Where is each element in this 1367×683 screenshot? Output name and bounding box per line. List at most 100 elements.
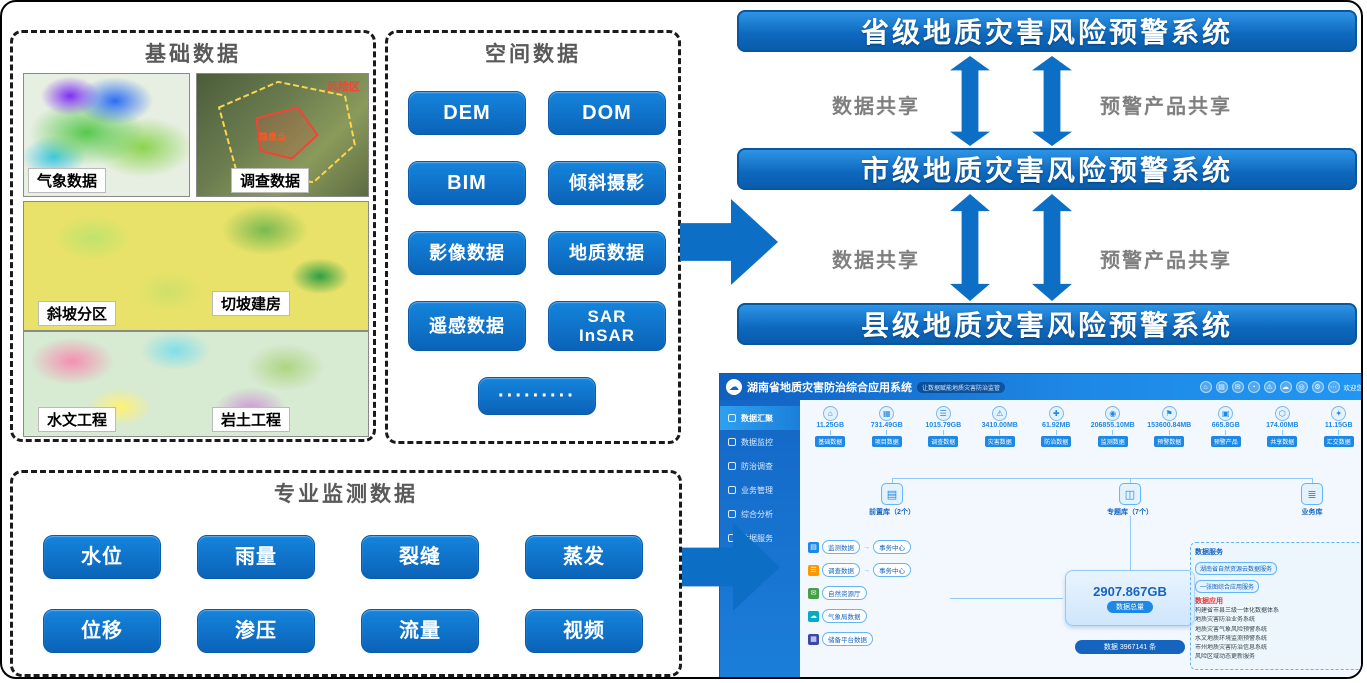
app-title: 湖南省地质灾害防治综合应用系统: [747, 382, 912, 394]
stat-icon: ⬡: [1274, 406, 1290, 421]
services-label: 数据服务: [1195, 549, 1223, 556]
source-row: ✉自然资源厅: [808, 586, 867, 600]
sidebar-item-data-monitor[interactable]: 数据监控: [720, 430, 800, 454]
app-header-icons: ⌂ ▤ ✉ ◔ ⚠ ☁ ◎ ⚙ ⋯ 欢迎您: [1199, 381, 1363, 393]
monitor-item-displacement: 位移: [43, 609, 161, 653]
app-header: ☁ 湖南省地质灾害防治综合应用系统 让数据赋能地质灾害防治监管 ⌂ ▤ ✉ ◔ …: [720, 374, 1363, 400]
county-system-banner: 县级地质灾害风险预警系统: [737, 303, 1357, 345]
spatial-item-dem: DEM: [408, 91, 526, 135]
sidebar-item-survey[interactable]: 防治调查: [720, 454, 800, 478]
survey-data-label: 调查数据: [231, 168, 310, 193]
data-share-label-top: 数据共享: [832, 96, 920, 118]
monitor-item-crack: 裂缝: [361, 535, 479, 579]
connector-line: [1130, 478, 1131, 483]
database-label: 业务库: [1301, 509, 1323, 516]
stat-value: 3410.00MB: [981, 422, 1018, 429]
connector-line: [829, 430, 831, 435]
stat-label: 基础数据: [815, 436, 846, 447]
source-via-label: 事务中心: [873, 563, 911, 577]
hydrology-engineering-label: 水文工程: [38, 407, 117, 432]
source-label: 调查数据: [822, 563, 860, 577]
source-label: 监测数据: [822, 540, 860, 554]
stat-label: 防治数据: [1041, 436, 1072, 447]
database-label: 前置库（2个）: [869, 509, 915, 516]
business-database-node: ≣业务库: [1301, 483, 1323, 517]
province-city-data-arrow: [950, 56, 990, 146]
arrow-icon: →: [863, 566, 870, 574]
product-share-label-top: 预警产品共享: [1100, 96, 1232, 118]
target-icon[interactable]: ◎: [1295, 381, 1308, 393]
monitor-item-seepage: 渗压: [197, 609, 315, 653]
connector-line: [1055, 430, 1057, 435]
sidebar-item-business[interactable]: 业务管理: [720, 478, 800, 502]
spatial-item-imagery-data: 影像数据: [408, 231, 526, 275]
risk-zone-tag: 风险区: [327, 81, 360, 93]
spatial-item-remote-sensing: 遥感数据: [408, 301, 526, 351]
monitor-item-water-level: 水位: [43, 535, 161, 579]
spatial-item-oblique-photography: 倾斜摄影: [548, 161, 666, 205]
monitor-item-flow: 流量: [361, 609, 479, 653]
spatial-item-ellipsis: ·········: [478, 377, 596, 415]
source-label: 储备平台数据: [822, 632, 873, 646]
product-share-label-bottom: 预警产品共享: [1100, 250, 1232, 272]
source-via-label: 事务中心: [873, 540, 911, 554]
app-subtitle-badge: 让数据赋能地质灾害防治监管: [917, 381, 1006, 393]
connector-line: [1281, 430, 1283, 435]
hazard-point-tag: 隐患点: [259, 132, 287, 142]
monitor-icon[interactable]: ▤: [1215, 381, 1228, 393]
settings-icon[interactable]: ⚙: [1311, 381, 1324, 393]
connector-line: [999, 430, 1001, 435]
sidebar-item-label: 数据监控: [741, 437, 773, 447]
theme-database-node: ◫专题库（7个）: [1107, 483, 1153, 517]
sidebar-item-data-aggregation[interactable]: 数据汇聚: [720, 406, 800, 430]
geology-map-thumbnail: 水文工程 岩土工程: [23, 331, 369, 437]
connector-line: [1168, 430, 1170, 435]
weather-data-label: 气象数据: [28, 168, 107, 193]
geotechnical-engineering-label: 岩土工程: [212, 407, 291, 432]
connector-line: [1225, 430, 1227, 435]
province-city-product-arrow: [1032, 56, 1072, 146]
source-row: ☁气象局数据: [808, 609, 867, 623]
connector-line: [1338, 430, 1340, 435]
sidebar-item-services[interactable]: 数据服务: [720, 526, 800, 550]
alert-icon[interactable]: ⚠: [1263, 381, 1276, 393]
source-row: ▦储备平台数据: [808, 632, 873, 646]
reserve-platform-source-icon: ▦: [808, 633, 819, 645]
usage-item: 风险区域动态更新服务: [1195, 654, 1256, 661]
weather-icon[interactable]: ☁: [1279, 381, 1292, 393]
stat-icon: ✦: [1331, 406, 1347, 421]
usage-label: 数据应用: [1195, 598, 1223, 605]
spatial-data-title: 空间数据: [485, 43, 581, 66]
survey-source-icon: ☰: [808, 564, 819, 576]
spatial-item-bim: BIM: [408, 161, 526, 205]
message-icon[interactable]: ✉: [1231, 381, 1244, 393]
chart-icon[interactable]: ◔: [1247, 381, 1260, 393]
sidebar-item-label: 综合分析: [741, 509, 773, 519]
service-pill: 一张图综合应用服务: [1195, 580, 1260, 593]
data-share-label-bottom: 数据共享: [832, 250, 920, 272]
welcome-text: 欢迎您: [1343, 385, 1363, 392]
stat-value: 1015.79GB: [925, 422, 962, 429]
home-icon[interactable]: ⌂: [1199, 381, 1212, 393]
arrow-icon: →: [863, 543, 870, 551]
stat-value: 11.15GB: [1324, 422, 1353, 429]
connector-line: [886, 430, 888, 435]
stat-label: 预警数据: [1154, 436, 1185, 447]
municipal-system-banner: 市级地质灾害风险预警系统: [737, 148, 1357, 190]
sidebar-item-label: 业务管理: [741, 485, 773, 495]
survey-photo-thumbnail: 风险区 隐患点 调查数据: [196, 73, 369, 197]
app-sidebar: 数据汇聚 数据监控 防治调查 业务管理 综合分析 数据服务: [720, 400, 800, 677]
stat-value: 206855.10MB: [1090, 422, 1135, 429]
menu-icon: [728, 510, 736, 518]
sidebar-item-analysis[interactable]: 综合分析: [720, 502, 800, 526]
more-icon[interactable]: ⋯: [1327, 381, 1340, 393]
